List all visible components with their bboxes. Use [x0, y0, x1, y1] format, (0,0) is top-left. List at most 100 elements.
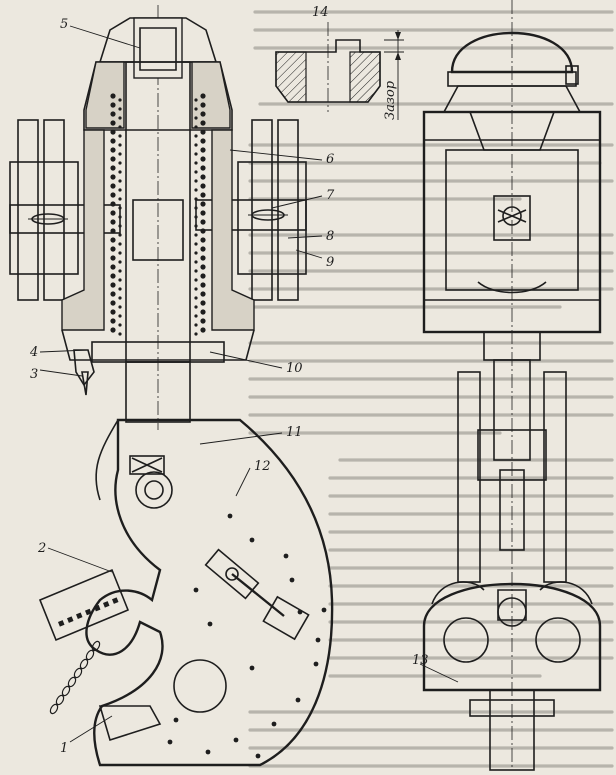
label-8: 8: [326, 229, 334, 244]
spring-coil-left: [110, 138, 116, 144]
spring-coil-left-inner: [118, 188, 122, 192]
gap-arrow-top: [395, 32, 401, 40]
hook-back-curve: [95, 419, 119, 501]
chain-link: [79, 658, 89, 670]
spring-coil-left-inner: [118, 323, 122, 327]
detail-right-section: [349, 51, 381, 103]
spring-coil-right-inner: [194, 305, 198, 309]
upper-housing-right-wall: [191, 61, 231, 129]
spring-coil-left-inner: [118, 143, 122, 147]
spring-coil-right: [200, 219, 206, 225]
plate-rivets: [167, 513, 327, 759]
spring-coil-left: [110, 120, 116, 126]
spring-coil-left: [110, 246, 116, 252]
spring-coil-left-inner: [118, 332, 122, 336]
rivet: [315, 637, 321, 643]
spring-coil-left-inner: [118, 233, 122, 237]
latch-lever: [204, 548, 310, 641]
lower-pin-block: [497, 589, 527, 621]
spring-coil-right-inner: [194, 296, 198, 300]
rivet: [227, 513, 233, 519]
pivot-inner: [144, 480, 164, 500]
label-1: 1: [60, 741, 68, 756]
label-6: 6: [326, 152, 334, 167]
latch-tooth: [66, 616, 74, 623]
spring-coil-left: [110, 93, 116, 99]
rivet: [207, 621, 213, 627]
side-neck: [493, 359, 531, 461]
spring-coil-right-inner: [194, 134, 198, 138]
lower-eye-left: [443, 617, 489, 663]
spring-coil-right-inner: [194, 125, 198, 129]
spring-coil-left: [110, 183, 116, 189]
spring-coil-right: [200, 228, 206, 234]
rivet: [255, 753, 261, 759]
spring-coil-right-inner: [194, 116, 198, 120]
hook-shank: [489, 689, 535, 771]
spring-coil-left-inner: [118, 125, 122, 129]
left-sheave-assembly: [9, 119, 121, 301]
spring-coil-left: [110, 282, 116, 288]
spring-coil-right: [200, 192, 206, 198]
chain-link: [67, 676, 77, 688]
spring-coil-right: [200, 120, 206, 126]
label-4: 4: [29, 345, 38, 360]
spring-coil-right-inner: [194, 332, 198, 336]
latch-spring-housing: [38, 568, 130, 642]
side-tab: [565, 65, 579, 85]
spring-coil-right-inner: [194, 233, 198, 237]
label-12: 12: [254, 459, 271, 474]
spring-coil-right-inner: [194, 260, 198, 264]
latch-tooth: [93, 604, 101, 612]
body-funnel: [468, 111, 556, 151]
spring-coil-right-inner: [194, 314, 198, 318]
lower-eye-right: [535, 617, 581, 663]
label-7: 7: [326, 188, 335, 203]
center-window: [493, 195, 531, 241]
spring-coil-left: [110, 273, 116, 279]
label-13: 13: [412, 653, 429, 668]
spring-coil-right: [200, 201, 206, 207]
latch-tooth: [102, 601, 110, 608]
spring-coil-right: [200, 138, 206, 144]
chain-link: [91, 640, 101, 652]
latch-teeth: [58, 597, 119, 627]
spring-coil-left: [110, 228, 116, 234]
rivet: [283, 553, 289, 559]
housing-right-wall: [211, 129, 255, 331]
spring-coil-right: [200, 111, 206, 117]
spring-coil-right: [200, 264, 206, 270]
chain-link: [85, 649, 95, 661]
rivet: [249, 665, 255, 671]
spring-coil-right-inner: [194, 179, 198, 183]
spring-coil-right: [200, 183, 206, 189]
spring-coil-left-inner: [118, 242, 122, 246]
chain-link: [61, 685, 71, 697]
bleed-through-text: [248, 10, 614, 768]
spring-coil-right: [200, 327, 206, 333]
spring-coil-right: [200, 210, 206, 216]
detail-left-section: [275, 51, 307, 103]
shank-crossbar: [469, 699, 555, 717]
spring-coil-right: [200, 147, 206, 153]
rivet: [167, 739, 173, 745]
spring-coil-right-inner: [194, 170, 198, 174]
rivet: [321, 607, 327, 613]
gap-arrow-bottom: [395, 52, 401, 60]
spring-coil-left: [110, 300, 116, 306]
label-2: 2: [37, 541, 46, 556]
gap-label: Зазор: [383, 80, 398, 120]
spring-coil-left-inner: [118, 116, 122, 120]
spring-coil-left-inner: [118, 107, 122, 111]
spring-coil-left: [110, 111, 116, 117]
spring-coil-left: [110, 201, 116, 207]
spring-coil-right-inner: [194, 287, 198, 291]
latch-tooth: [75, 612, 83, 620]
label-11: 11: [286, 425, 303, 440]
lower-hook-block: [422, 582, 602, 692]
spring-coil-right-inner: [194, 206, 198, 210]
rivet: [249, 537, 255, 543]
label-10: 10: [286, 361, 303, 376]
link-crossbar: [477, 429, 547, 481]
